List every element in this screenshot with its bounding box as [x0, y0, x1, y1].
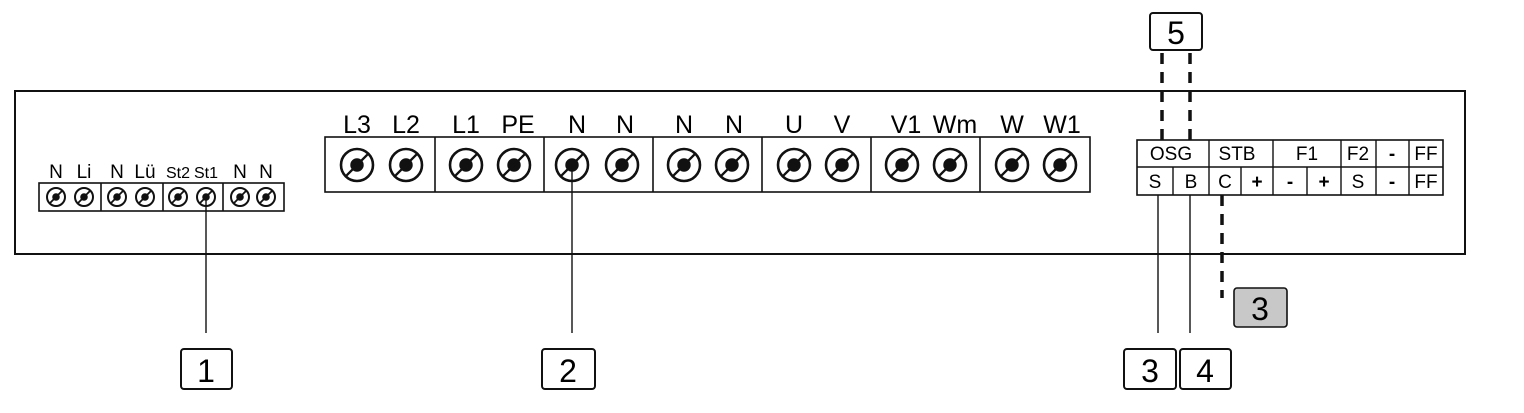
- terminal-label-N: N: [259, 162, 273, 183]
- callout-3-box: [1123, 348, 1177, 390]
- callout-3-highlight: 3: [1233, 287, 1288, 328]
- terminal-label-N: N: [725, 111, 743, 139]
- large-block-frame: [324, 136, 1091, 193]
- control-label-FF: FF: [1414, 144, 1437, 165]
- terminal-screw-icon: [932, 147, 968, 183]
- terminal-screw-icon: [448, 147, 484, 183]
- callout-1-box: [180, 348, 233, 390]
- control-label-S: S: [1352, 172, 1365, 193]
- control-label-F1: F1: [1296, 144, 1318, 165]
- terminal-screw-icon: [339, 147, 375, 183]
- callout-5: 5: [1149, 12, 1203, 51]
- callout-2-label: 2: [559, 353, 577, 389]
- control-label-F2: F2: [1347, 144, 1369, 165]
- callout-3-highlight-box: [1233, 287, 1288, 328]
- terminal-label-N: N: [49, 162, 63, 183]
- control-label-STB: STB: [1219, 144, 1256, 165]
- terminal-screw-icon: [666, 147, 702, 183]
- callout-1: 1: [180, 348, 233, 390]
- terminal-label-L2: L2: [392, 111, 420, 139]
- control-label-FF: FF: [1414, 172, 1437, 193]
- terminal-screw-icon: [168, 187, 188, 207]
- terminal-screw-icon: [1042, 147, 1078, 183]
- control-label-C: C: [1218, 172, 1232, 193]
- callout-4: 4: [1179, 348, 1232, 390]
- terminal-label-Wm: Wm: [933, 111, 977, 139]
- control-label-plus: +: [1251, 172, 1262, 193]
- callout-1-label: 1: [197, 353, 215, 389]
- control-label-minus: -: [1389, 172, 1395, 193]
- control-label-OSG: OSG: [1150, 144, 1192, 165]
- terminal-screw-icon: [107, 187, 127, 207]
- terminal-screw-icon: [256, 187, 276, 207]
- callout-2-box: [541, 348, 596, 390]
- terminal-label-W: W: [1000, 111, 1024, 139]
- terminal-screw-icon: [604, 147, 640, 183]
- callout-5-box: [1149, 12, 1203, 51]
- control-terminal-block: OSG STB F1 F2 - FF S B C + - + S - FF: [1136, 139, 1444, 196]
- callout-2: 2: [541, 348, 596, 390]
- callout-4-box: [1179, 348, 1232, 390]
- callout-3-highlight-label: 3: [1251, 291, 1269, 327]
- terminal-label-Li: Li: [77, 162, 92, 183]
- terminal-screw-icon: [74, 187, 94, 207]
- terminal-screw-icon: [714, 147, 750, 183]
- control-label-B: B: [1185, 172, 1198, 193]
- terminal-label-L3: L3: [343, 111, 371, 139]
- control-label-minus: -: [1287, 172, 1293, 193]
- callout-4-label: 4: [1196, 353, 1214, 389]
- terminal-screw-icon: [776, 147, 812, 183]
- terminal-label-W1: W1: [1043, 111, 1081, 139]
- terminal-screw-icon: [884, 147, 920, 183]
- terminal-label-N: N: [568, 111, 586, 139]
- terminal-label-Lu: Lü: [134, 162, 155, 183]
- terminal-label-L1: L1: [452, 111, 480, 139]
- terminal-label-PE: PE: [501, 111, 534, 139]
- terminal-screw-icon: [135, 187, 155, 207]
- terminal-screw-icon: [388, 147, 424, 183]
- small-terminal-block: N Li N Lü St2 St1 N N: [38, 162, 285, 212]
- callout-3: 3: [1123, 348, 1177, 390]
- control-label-S: S: [1149, 172, 1162, 193]
- control-label-plus: +: [1318, 172, 1329, 193]
- terminal-label-N: N: [233, 162, 247, 183]
- terminal-label-N: N: [616, 111, 634, 139]
- terminal-label-V: V: [834, 111, 851, 139]
- terminal-label-St2: St2: [166, 165, 190, 182]
- terminal-screw-icon: [230, 187, 250, 207]
- callout-3-label: 3: [1141, 353, 1159, 389]
- terminal-screw-icon: [994, 147, 1030, 183]
- control-label-minus: -: [1389, 144, 1395, 165]
- terminal-label-N: N: [675, 111, 693, 139]
- large-terminal-block: L3 L2 L1 PE N N N N U V V1 Wm W W1: [324, 111, 1091, 193]
- terminal-label-N: N: [110, 162, 124, 183]
- terminal-screw-icon: [824, 147, 860, 183]
- callout-5-label: 5: [1167, 15, 1185, 51]
- terminal-screw-icon: [496, 147, 532, 183]
- terminal-label-V1: V1: [891, 111, 922, 139]
- terminal-screw-icon: [46, 187, 66, 207]
- terminal-label-St1: St1: [194, 165, 218, 182]
- terminal-label-U: U: [785, 111, 803, 139]
